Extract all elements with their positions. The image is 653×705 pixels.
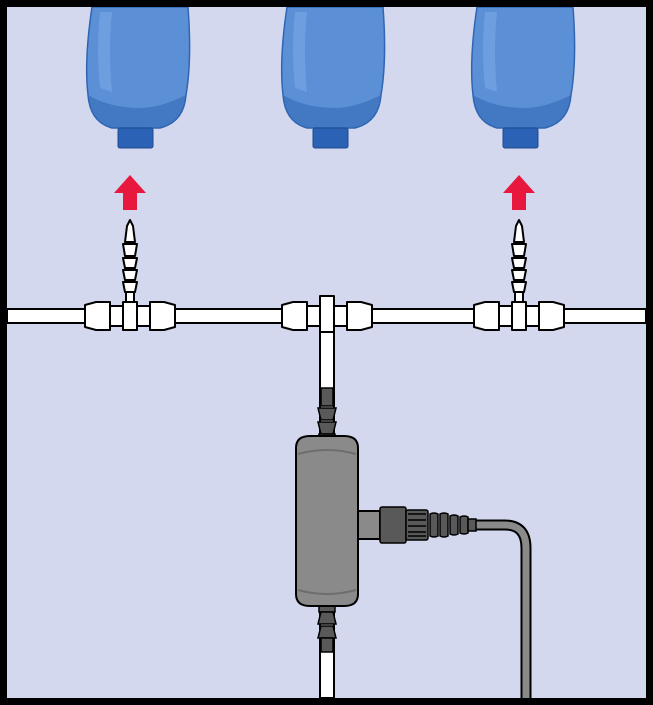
- pump-outlet-fitting: [317, 603, 337, 653]
- pump-cable: [470, 519, 532, 698]
- bottle-right: [470, 6, 576, 149]
- arrow-up-icon: [503, 175, 535, 210]
- bottle-center: [280, 6, 386, 149]
- inline-pump-icon: [295, 387, 477, 653]
- barb-spout-right: [511, 219, 527, 307]
- pump-body: [295, 435, 359, 607]
- tee-connector-icon: [473, 301, 565, 331]
- pump-side-outlet: [357, 506, 477, 544]
- tee-connector-icon: [281, 295, 373, 333]
- bottle-left: [85, 6, 191, 149]
- arrow-up-icon: [114, 175, 146, 210]
- bottles-group: [85, 6, 576, 149]
- bottle-highlight: [483, 12, 497, 92]
- pump-inlet-fitting: [317, 387, 337, 439]
- barb-spout-left: [122, 219, 138, 307]
- tee-connector-icon: [84, 301, 176, 331]
- bottle-highlight: [293, 12, 307, 92]
- bottle-highlight: [98, 12, 112, 92]
